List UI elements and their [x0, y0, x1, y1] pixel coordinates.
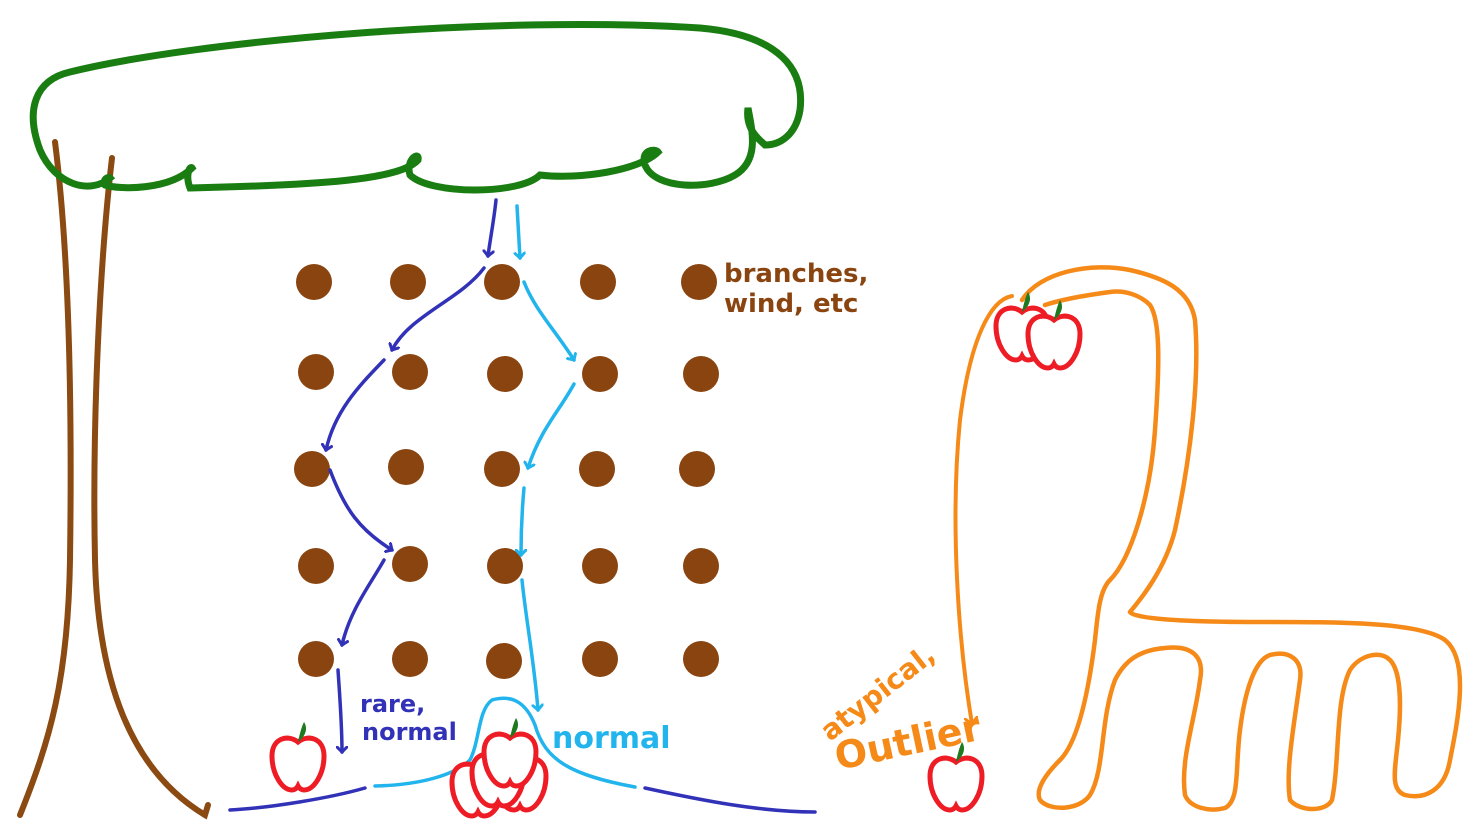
rare-label-line1: rare,: [360, 690, 425, 718]
apple-pile: [449, 718, 549, 819]
apple-leaf-icon: [298, 722, 306, 742]
peg: [679, 451, 715, 487]
peg: [683, 641, 719, 677]
peg: [296, 264, 332, 300]
rare-label: rare, normal: [360, 690, 457, 746]
apple-icon: [927, 755, 985, 813]
peg: [484, 451, 520, 487]
outlier-arrow: [953, 294, 1014, 724]
apples-in-outlier-tree: [993, 292, 1083, 371]
peg: [390, 264, 426, 300]
outlier-tree: [1019, 265, 1463, 812]
peg: [582, 356, 618, 392]
peg: [392, 641, 428, 677]
peg: [580, 264, 616, 300]
peg: [298, 641, 334, 677]
peg: [392, 354, 428, 390]
apple-icon: [481, 731, 539, 789]
normal-label: normal: [552, 721, 671, 756]
peg: [681, 264, 717, 300]
distribution-curve: [228, 696, 817, 814]
peg: [298, 548, 334, 584]
peg: [683, 548, 719, 584]
apple-leaf-icon: [510, 718, 518, 738]
apple-outlier: [927, 742, 985, 813]
peg: [486, 643, 522, 679]
peg: [392, 546, 428, 582]
peg-grid: [294, 264, 719, 679]
peg: [298, 354, 334, 390]
apple-leaf-icon: [1022, 292, 1030, 312]
branches-label-line1: branches,: [724, 259, 868, 289]
peg: [582, 641, 618, 677]
tree-canopy: [29, 20, 805, 194]
rare-label-line2: normal: [362, 718, 457, 746]
peg: [484, 264, 520, 300]
peg: [294, 451, 330, 487]
branches-label-line2: wind, etc: [724, 289, 858, 319]
apple-leaf-icon: [956, 742, 964, 762]
peg: [582, 548, 618, 584]
rare-path: [326, 198, 498, 752]
apple-icon: [1025, 313, 1083, 371]
normal-path: [517, 204, 574, 710]
branches-label: branches, wind, etc: [724, 259, 868, 319]
apple-icon: [269, 735, 327, 793]
peg: [579, 451, 615, 487]
tree-trunk: [17, 139, 211, 820]
peg: [487, 356, 523, 392]
peg: [388, 449, 424, 485]
peg: [683, 356, 719, 392]
apple-leaf-icon: [1054, 300, 1062, 320]
apple-rare: [269, 722, 327, 793]
peg: [487, 548, 523, 584]
